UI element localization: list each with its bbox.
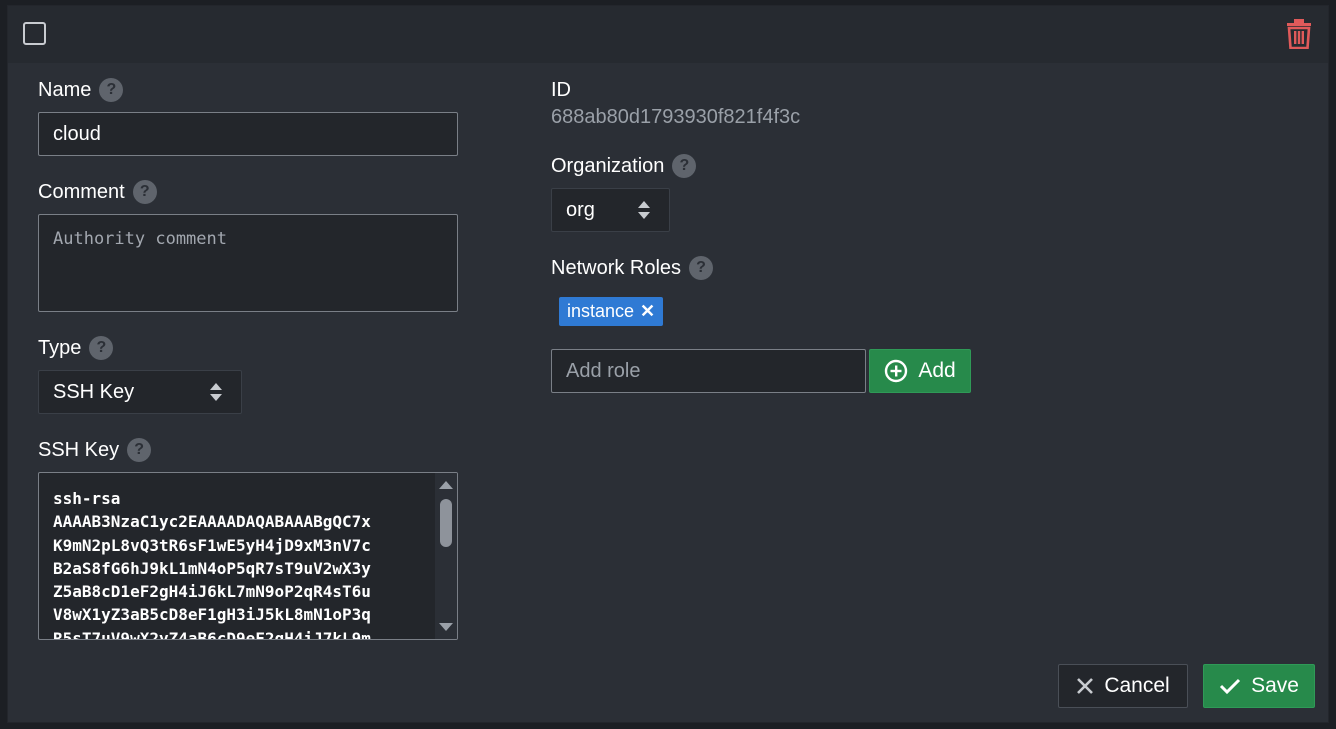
ssh-key-value: ssh-rsa AAAAB3NzaC1yc2EAAAADAQABAAABgQC7…	[53, 489, 371, 640]
type-select[interactable]: SSH Key	[38, 370, 242, 414]
role-tag: instance ✕	[559, 297, 664, 326]
comment-label: Comment ?	[38, 180, 157, 204]
ssh-key-help-icon[interactable]: ?	[127, 438, 152, 462]
save-button[interactable]: Save	[1203, 664, 1315, 708]
organization-select[interactable]: org	[551, 188, 670, 232]
name-input[interactable]	[38, 112, 458, 156]
ssh-key-label: SSH Key ?	[38, 438, 152, 462]
type-label: Type ?	[38, 336, 114, 360]
remove-tag-icon[interactable]: ✕	[640, 301, 656, 321]
name-help-icon[interactable]: ?	[99, 78, 124, 102]
checkmark-icon	[1220, 678, 1241, 695]
delete-button[interactable]	[1286, 19, 1312, 50]
ssh-key-scrollbar[interactable]	[435, 473, 457, 639]
ssh-key-textarea[interactable]: ssh-rsa AAAAB3NzaC1yc2EAAAADAQABAAABgQC7…	[38, 472, 458, 640]
network-roles-help-icon[interactable]: ?	[689, 256, 714, 280]
type-help-icon[interactable]: ?	[89, 336, 114, 360]
network-roles-label: Network Roles ?	[551, 256, 714, 280]
plus-circle-icon	[885, 359, 908, 383]
scroll-down-arrow-icon[interactable]	[439, 623, 453, 631]
role-tag-label: instance	[567, 301, 635, 321]
panel-header	[8, 6, 1328, 63]
organization-help-icon[interactable]: ?	[672, 154, 697, 178]
name-label: Name ?	[38, 78, 124, 102]
select-checkbox[interactable]	[23, 22, 46, 45]
add-role-button[interactable]: Add	[869, 349, 971, 393]
comment-textarea[interactable]	[38, 214, 458, 312]
cancel-button[interactable]: Cancel	[1058, 664, 1188, 708]
scroll-up-arrow-icon[interactable]	[439, 481, 453, 489]
comment-help-icon[interactable]: ?	[132, 180, 157, 204]
select-arrows-icon	[210, 383, 222, 401]
trash-icon	[1287, 19, 1311, 50]
select-arrows-icon	[638, 201, 650, 219]
close-icon	[1077, 678, 1094, 694]
type-select-value: SSH Key	[53, 380, 135, 403]
organization-select-value: org	[566, 198, 595, 221]
authority-panel: Name ? Comment ? Type ? SSH Key SSH Key …	[7, 5, 1329, 723]
add-role-input[interactable]	[551, 349, 866, 393]
id-label: ID	[551, 79, 571, 101]
organization-label: Organization ?	[551, 154, 697, 178]
id-value: 688ab80d1793930f821f4f3c	[551, 106, 801, 128]
scroll-thumb[interactable]	[440, 499, 452, 547]
